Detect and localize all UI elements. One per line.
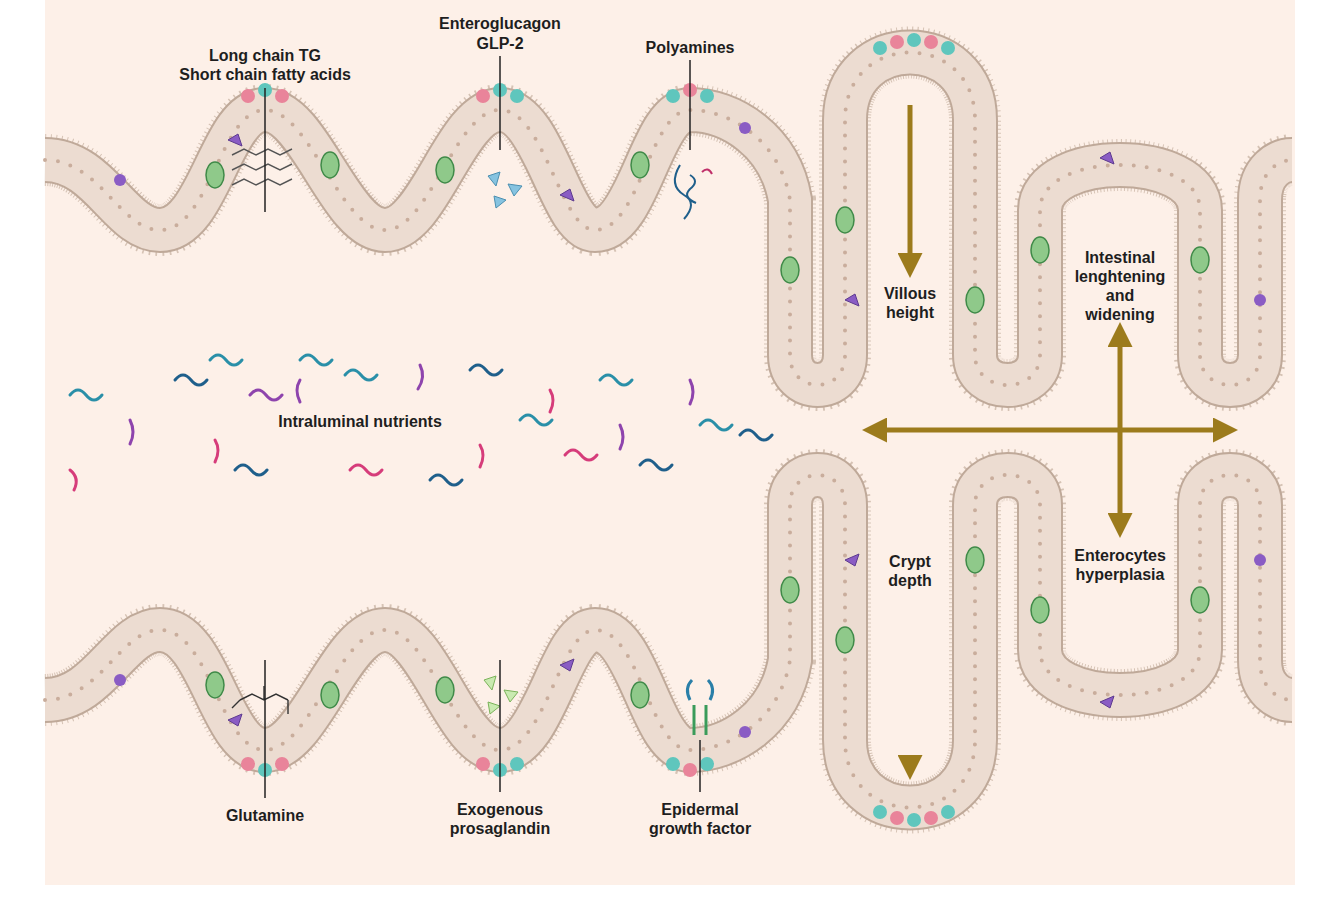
pocket-icons-part-part (687, 680, 692, 700)
measure-arrows (872, 105, 1228, 770)
nutrient-squiggles-part (600, 375, 632, 385)
nutrient-squiggles-part (620, 425, 623, 449)
label-text: Intraluminal nutrients (278, 412, 442, 431)
nutrient-squiggles-part (550, 390, 553, 412)
label-text: Glutamine (226, 806, 304, 825)
mucosa-lower-part (114, 547, 1266, 827)
leader-lines-part (699, 740, 701, 792)
pocket-icons-part (702, 169, 712, 174)
mucosa-lower (45, 475, 1292, 827)
pocket-icons-part (687, 680, 712, 735)
measure-arrows-part (872, 428, 1228, 433)
label-text: Short chain fatty acids (179, 65, 351, 84)
nutrient-squiggles-part (345, 370, 377, 380)
pocket-icons (232, 149, 1119, 735)
label-text: Enterocytes hyperplasia (1074, 546, 1166, 584)
pocket-icons-part-part (232, 164, 292, 170)
nutrient-squiggles-part (175, 375, 207, 385)
pocket-icons-part-part (708, 680, 713, 700)
label-text: Polyamines (646, 38, 735, 57)
nutrient-squiggles-part (740, 430, 772, 440)
mucosa-upper (45, 33, 1292, 385)
nutrient-squiggles-part (430, 475, 462, 485)
nutrient-squiggles-part (480, 445, 483, 467)
leader-lines-part (499, 660, 501, 792)
pocket-icons-part-part (694, 705, 706, 735)
nutrient-squiggles-part (470, 365, 502, 375)
label-text: GLP-2 (476, 34, 523, 53)
nutrient-squiggles-part (640, 460, 672, 470)
leader-lines-part (264, 88, 266, 212)
pocket-icons-part (232, 686, 288, 714)
label-text: Long chain TG (209, 46, 321, 65)
nutrient-squiggles-part (565, 450, 597, 460)
label-text: Enteroglucagon (439, 14, 561, 33)
mucosa-lower-part (45, 475, 1292, 808)
nutrient-squiggles-part (350, 465, 382, 475)
leader-lines-part (689, 60, 691, 150)
nutrient-squiggles-part (297, 380, 300, 402)
nutrient-squiggles-part (418, 365, 423, 389)
nutrient-squiggles-part (520, 415, 552, 425)
nutrient-squiggles-part (210, 355, 242, 365)
mucosa-lower-part (45, 475, 1292, 808)
nutrient-squiggles-part (235, 465, 267, 475)
nutrient-squiggles-part (70, 470, 76, 490)
pocket-icons-part-part (232, 149, 292, 155)
nutrient-squiggles-part (690, 380, 693, 404)
mucosa-upper-part (45, 53, 1292, 386)
measure-arrows-part (1118, 332, 1123, 528)
pocket-icons-part (232, 149, 292, 185)
label-text: Epidermal growth factor (640, 800, 760, 838)
nutrient-squiggles-part (300, 355, 332, 365)
mucosa-upper-part (45, 53, 1292, 386)
label-text: Villous height (884, 284, 936, 322)
mucosa-upper-part (45, 53, 1292, 386)
nutrient-squiggles (70, 355, 772, 490)
measure-arrows-part (908, 595, 913, 770)
nutrient-squiggles-part (70, 390, 102, 400)
measure-arrows-part (908, 105, 913, 268)
nutrient-squiggles-part (700, 420, 732, 430)
pocket-icons-part-part (232, 686, 288, 714)
nutrient-squiggles-part (250, 390, 282, 400)
pocket-icons-part (675, 165, 696, 219)
label-text: Intestinal lenghtening and widening (1075, 248, 1166, 324)
pocket-icons-part-part (232, 179, 292, 185)
nutrient-squiggles-part (130, 420, 133, 444)
pocket-icons-part (484, 676, 518, 714)
nutrient-squiggles-part (215, 440, 218, 462)
pocket-icons-part (488, 172, 522, 208)
leader-lines-part (264, 660, 266, 798)
mucosa-upper-part (45, 53, 1292, 386)
leader-lines (265, 56, 700, 798)
label-text: Exogenous prosaglandin (450, 800, 550, 838)
mucosa-lower-part (45, 475, 1292, 808)
leader-lines-part (499, 56, 501, 150)
mucosa-lower-part (45, 475, 1292, 808)
label-text: Crypt depth (888, 552, 932, 590)
